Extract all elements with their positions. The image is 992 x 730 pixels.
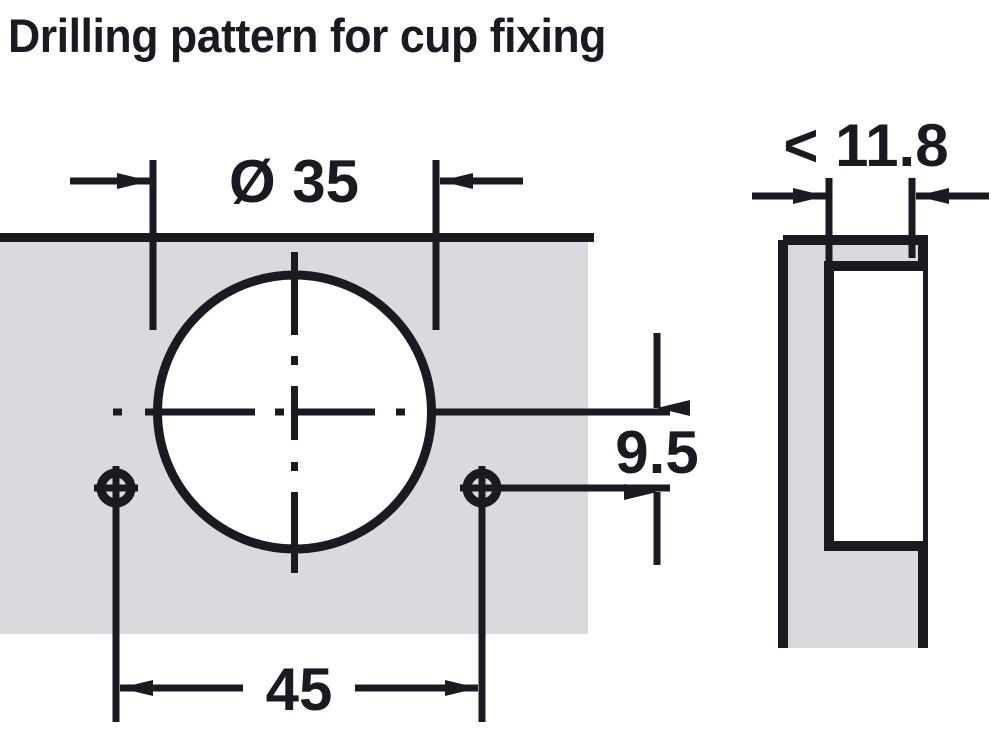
offset-dimension-label: 9.5 — [615, 419, 698, 486]
diameter-dimension-label: Ø 35 — [229, 148, 359, 215]
front-view: Ø 35 45 — [0, 148, 699, 723]
page-title: Drilling pattern for cup fixing — [8, 9, 606, 62]
cup-recess-outline — [824, 261, 923, 551]
screw-hole-right — [460, 466, 504, 510]
cup-recess — [829, 266, 923, 546]
side-view: < 11.8 — [752, 112, 989, 648]
depth-dimension-label: < 11.8 — [783, 112, 948, 179]
panel-top-edge — [0, 233, 594, 242]
spacing-dimension-label: 45 — [266, 656, 333, 723]
screw-hole-left — [94, 466, 138, 510]
